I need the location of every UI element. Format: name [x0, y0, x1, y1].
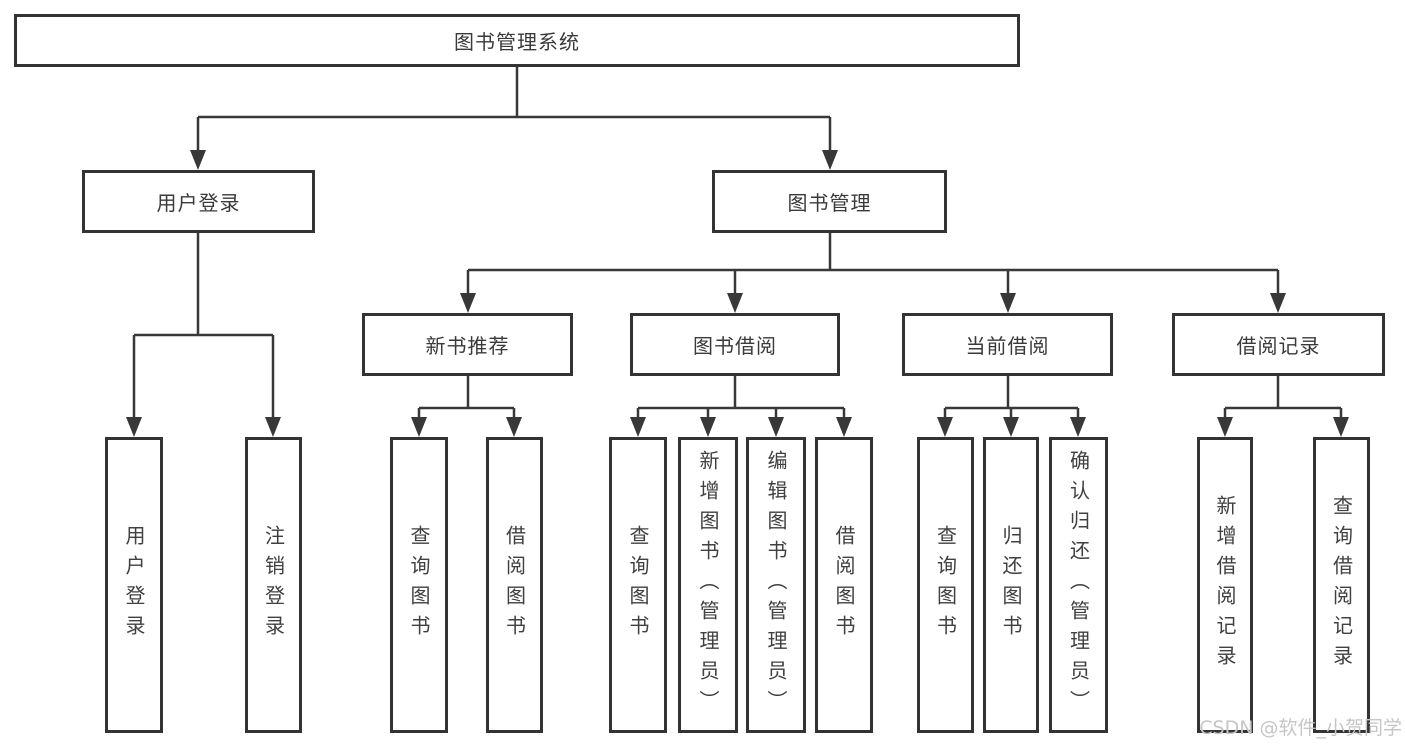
leaf-query-books-2: 查询图书: [609, 437, 667, 733]
arrowhead: [126, 417, 142, 437]
leaf-add-book-admin: 新增图书（管理员）: [678, 437, 738, 733]
arrowhead: [1000, 293, 1016, 313]
connector-bookmgmt-to-level3: [460, 233, 1286, 313]
leaf-logout: 注销登录: [245, 437, 302, 733]
connector-currentborrow-to-leaves: [937, 376, 1086, 437]
watermark-text: CSDN @软件_小贺同学: [1199, 717, 1402, 739]
connector-borrowrecords-to-leaves: [1217, 376, 1349, 437]
leaf-label: 新增图书（管理员）: [696, 450, 720, 720]
arrowhead: [1217, 417, 1233, 437]
leaf-confirm-return-admin: 确认归还（管理员）: [1049, 437, 1108, 733]
arrowhead: [460, 293, 476, 313]
leaf-label: 注销登录: [261, 525, 286, 645]
leaf-borrow-books-1: 借阅图书: [486, 437, 543, 733]
leaf-label: 查询图书: [933, 525, 958, 645]
connector-userlogin-to-leaves: [126, 233, 281, 437]
leaf-label: 查询借阅记录: [1329, 495, 1354, 675]
connector-newbook-to-leaves: [411, 376, 522, 437]
leaf-label: 查询图书: [626, 525, 650, 645]
leaf-borrow-books-2: 借阅图书: [815, 437, 873, 733]
leaf-return-book: 归还图书: [983, 437, 1039, 733]
connector-bookborrow-to-leaves: [630, 376, 852, 437]
arrowhead: [768, 417, 784, 437]
arrowhead: [822, 150, 838, 170]
arrowhead: [937, 417, 953, 437]
arrowhead: [700, 417, 716, 437]
leaf-label: 借阅图书: [832, 525, 856, 645]
leaf-label: 编辑图书（管理员）: [764, 450, 788, 720]
leaf-label: 新增借阅记录: [1213, 495, 1237, 675]
leaf-label: 用户登录: [122, 525, 146, 645]
arrowhead: [1333, 417, 1349, 437]
leaf-label: 查询图书: [407, 525, 431, 645]
leaf-label: 确认归还（管理员）: [1066, 450, 1091, 720]
arrowhead: [506, 417, 522, 437]
node-new-book-recommend: 新书推荐: [362, 313, 573, 376]
leaf-label: 借阅图书: [502, 525, 527, 645]
node-current-borrowing: 当前借阅: [902, 313, 1113, 376]
arrowhead: [1003, 417, 1019, 437]
arrowhead: [630, 417, 646, 437]
connector-root-to-level2: [190, 67, 838, 170]
leaf-query-books-3: 查询图书: [917, 437, 974, 733]
node-label: 当前借阅: [965, 334, 1050, 358]
arrowhead: [265, 417, 281, 437]
arrowhead: [727, 293, 743, 313]
node-label: 图书管理系统: [454, 30, 580, 54]
leaf-label: 归还图书: [999, 525, 1023, 645]
arrowhead: [1070, 417, 1086, 437]
node-user-login: 用户登录: [82, 170, 315, 233]
leaf-edit-book-admin: 编辑图书（管理员）: [746, 437, 806, 733]
leaf-user-login: 用户登录: [105, 437, 163, 733]
node-borrowing-records: 借阅记录: [1172, 313, 1385, 376]
arrowhead: [1270, 293, 1286, 313]
arrowhead: [836, 417, 852, 437]
leaf-add-borrow-record: 新增借阅记录: [1197, 437, 1253, 733]
node-book-borrowing: 图书借阅: [630, 313, 840, 376]
leaf-query-borrow-record: 查询借阅记录: [1313, 437, 1370, 733]
arrowhead: [411, 417, 427, 437]
node-book-management: 图书管理: [712, 170, 947, 233]
node-label: 图书借阅: [693, 334, 777, 358]
arrowhead: [190, 150, 206, 170]
node-library-system: 图书管理系统: [14, 14, 1020, 67]
node-label: 借阅记录: [1236, 334, 1321, 358]
node-label: 图书管理: [787, 191, 872, 215]
node-label: 用户登录: [156, 191, 241, 215]
leaf-query-books-1: 查询图书: [390, 437, 448, 733]
node-label: 新书推荐: [425, 334, 510, 358]
